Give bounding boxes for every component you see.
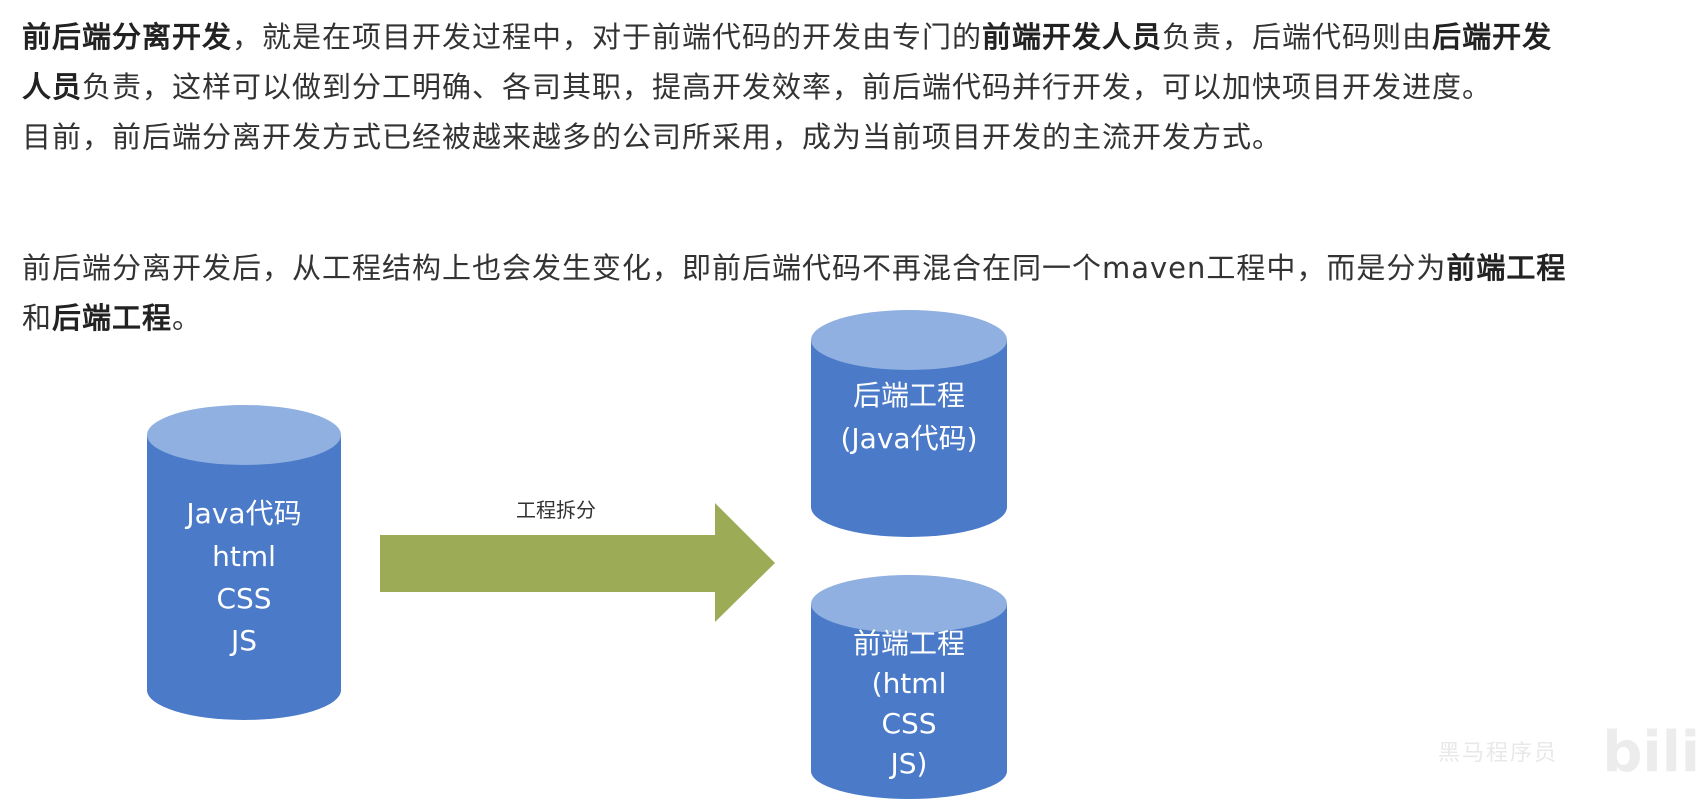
cylinder-label: html xyxy=(212,540,276,573)
arrow-label: 工程拆分 xyxy=(516,498,596,522)
bold-term: 前后端分离开发 xyxy=(22,20,233,54)
text-span: 负责，这样可以做到分工明确、各司其职，提高开发效率，前后端代码并行开发，可以加快… xyxy=(82,70,1493,104)
bold-term: 前端开发人员 xyxy=(982,20,1163,54)
cylinder-label: CSS xyxy=(881,707,936,740)
bold-term: 人员 xyxy=(22,70,83,104)
cylinder-body xyxy=(811,340,1007,537)
paragraph-intro: 前后端分离开发，就是在项目开发过程中，对于前端代码的开发由专门的前端开发人员负责… xyxy=(22,12,1682,162)
cylinder-label: CSS xyxy=(216,582,271,615)
backend-cylinder: 后端工程 (Java代码) xyxy=(811,310,1007,537)
cylinder-label: JS) xyxy=(889,747,928,780)
text-span: ，就是在项目开发过程中，对于前端代码的开发由专门的 xyxy=(232,20,983,54)
text-span: 。 xyxy=(172,301,203,335)
cylinder-body xyxy=(811,604,1007,799)
text-span: 负责，后端代码则由 xyxy=(1162,20,1433,54)
cylinder-label: (Java代码) xyxy=(841,422,978,455)
bilibili-watermark-logo: bili xyxy=(1602,720,1700,785)
cylinder-top xyxy=(811,310,1007,370)
bold-term: 前端工程 xyxy=(1446,251,1567,285)
arrow-shape xyxy=(380,503,775,622)
text-span: 前后端分离开发后，从工程结构上也会发生变化，即前后端代码不再混合在同一个mave… xyxy=(22,251,1447,285)
watermark-text: 黑马程序员 xyxy=(1437,741,1558,766)
cylinder-top xyxy=(811,575,1007,633)
frontend-cylinder: 前端工程 (html CSS JS) xyxy=(811,575,1007,799)
bold-term: 后端开发 xyxy=(1432,20,1553,54)
cylinder-label: (html xyxy=(872,667,947,700)
cylinder-label: 前端工程 xyxy=(853,627,965,660)
cylinder-top xyxy=(147,405,341,465)
cylinder-label: Java代码 xyxy=(184,497,301,530)
bold-term: 后端工程 xyxy=(52,301,173,335)
text-span: 和 xyxy=(22,301,53,335)
cylinder-label: 后端工程 xyxy=(853,379,965,412)
cylinder-body xyxy=(147,435,341,720)
cylinder-label: JS xyxy=(229,624,257,657)
split-arrow: 工程拆分 xyxy=(380,498,775,622)
text-span: 目前，前后端分离开发方式已经被越来越多的公司所采用，成为当前项目开发的主流开发方… xyxy=(22,120,1283,154)
source-cylinder: Java代码 html CSS JS xyxy=(147,405,341,720)
paragraph-structure: 前后端分离开发后，从工程结构上也会发生变化，即前后端代码不再混合在同一个mave… xyxy=(22,243,1682,343)
